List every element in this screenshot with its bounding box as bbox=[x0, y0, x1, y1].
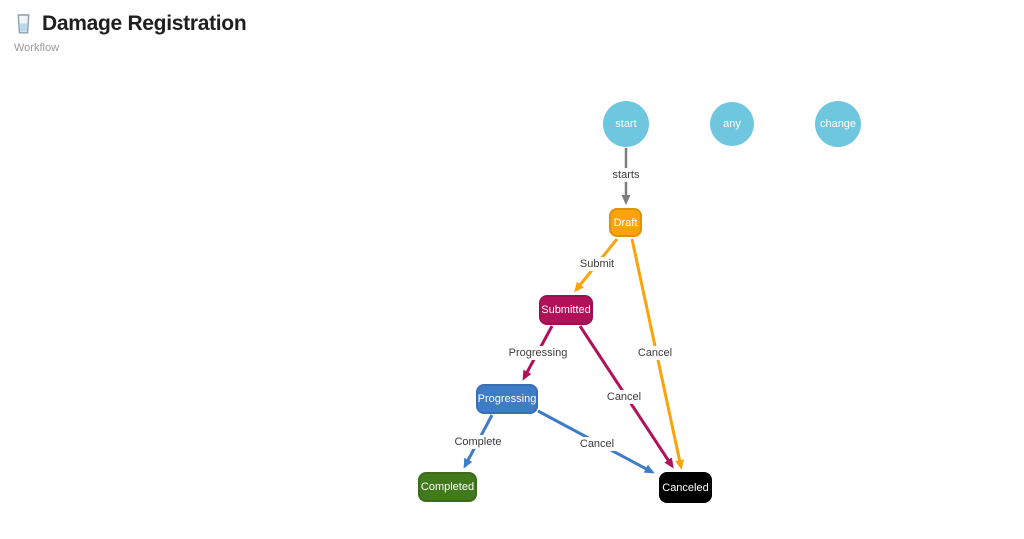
node-draft: Draft bbox=[609, 208, 642, 237]
node-start: start bbox=[603, 101, 649, 147]
edge-label-progressing: Progressing bbox=[505, 346, 571, 360]
node-any: any bbox=[710, 102, 754, 146]
edge-label-cancel-from-submitted: Cancel bbox=[603, 390, 645, 404]
node-change: change bbox=[815, 101, 861, 147]
edge-label-starts: starts bbox=[609, 168, 643, 182]
node-completed: Completed bbox=[418, 472, 477, 502]
node-submitted: Submitted bbox=[539, 295, 593, 325]
page-title: Damage Registration bbox=[42, 12, 247, 35]
page-subtitle: Workflow bbox=[14, 42, 60, 54]
node-progressing: Progressing bbox=[476, 384, 538, 414]
edge-label-cancel-from-draft: Cancel bbox=[634, 346, 676, 360]
glass-icon bbox=[17, 14, 30, 34]
edge-label-submit: Submit bbox=[576, 257, 618, 271]
node-canceled: Canceled bbox=[659, 472, 712, 503]
edge-label-complete: Complete bbox=[451, 435, 505, 449]
edge-label-cancel-from-progressing: Cancel bbox=[576, 437, 618, 451]
